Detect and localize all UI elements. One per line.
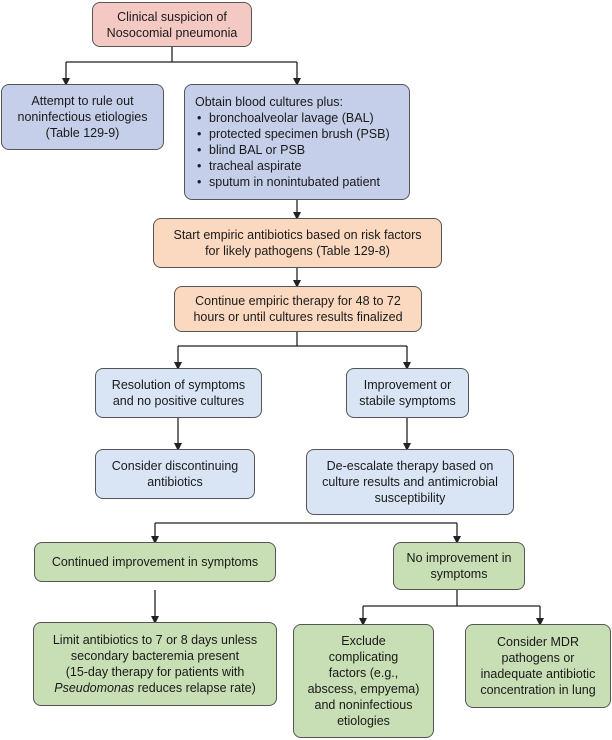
mdr-line-3: inadequate antibiotic [480, 667, 596, 681]
exclude-line-2: complicating [328, 650, 399, 664]
continue-line-1: Continue empiric therapy for 48 to 72 [195, 294, 401, 308]
no-improvement-line-2: symptoms [430, 567, 488, 581]
mdr-node: Consider MDR pathogens or inadequate ant… [465, 624, 611, 708]
resolution-line-1: Resolution of symptoms [111, 378, 246, 392]
rule-out-line-3: (Table 129-9) [45, 126, 120, 140]
cultures-item: protected specimen brush (PSB) [197, 126, 390, 142]
cultures-item: sputum in nonintubated patient [197, 174, 390, 190]
limit-line-2: secondary bacteremia present [70, 649, 240, 663]
continue-line-2: hours or until cultures results finalize… [193, 310, 403, 324]
improvement-node: Improvement or stabile symptoms [346, 368, 469, 418]
start-line-1: Clinical suspicion of [117, 9, 227, 24]
deescalate-line-2: culture results and antimicrobial [322, 475, 498, 489]
exclude-line-5: and noninfectious [314, 698, 413, 712]
limit-line-3: (15-day therapy for patients with [65, 665, 245, 679]
limit-node: Limit antibiotics to 7 or 8 days unless … [33, 622, 277, 706]
limit-italic: Pseudomonas [54, 681, 135, 695]
continued-improvement-text: Continued improvement in symptoms [51, 555, 259, 569]
limit-line-4: Pseudomonas reduces relapse rate) [54, 680, 256, 696]
no-improvement-line-1: No improvement in [406, 551, 512, 565]
resolution-line-2: and no positive cultures [112, 394, 245, 408]
discontinue-line-1: Consider discontinuing [111, 459, 239, 473]
cultures-node: Obtain blood cultures plus: bronchoalveo… [184, 84, 410, 200]
exclude-node: Exclude complicating factors (e.g., absc… [293, 624, 434, 738]
cultures-list: bronchoalveolar lavage (BAL) protected s… [195, 110, 390, 190]
continue-node: Continue empiric therapy for 48 to 72 ho… [174, 286, 422, 332]
empiric-line-2: for likely pathogens (Table 129-8) [205, 244, 390, 258]
discontinue-line-2: antibiotics [147, 475, 203, 489]
discontinue-node: Consider discontinuing antibiotics [95, 449, 255, 499]
start-line-2: Nosocomial pneumonia [106, 25, 238, 40]
deescalate-line-1: De-escalate therapy based on [326, 459, 494, 473]
improvement-line-1: Improvement or [363, 378, 452, 392]
rule-out-line-1: Attempt to rule out [31, 94, 134, 108]
deescalate-node: De-escalate therapy based on culture res… [306, 449, 514, 515]
limit-line-1: Limit antibiotics to 7 or 8 days unless [52, 633, 258, 647]
rule-out-line-2: noninfectious etiologies [17, 110, 148, 124]
cultures-item: tracheal aspirate [197, 158, 390, 174]
empiric-node: Start empiric antibiotics based on risk … [153, 218, 442, 268]
exclude-line-1: Exclude [341, 634, 386, 648]
cultures-item: blind BAL or PSB [197, 142, 390, 158]
exclude-line-3: factors (e.g., [328, 666, 399, 680]
cultures-title: Obtain blood cultures plus: [195, 95, 344, 109]
cultures-item: bronchoalveolar lavage (BAL) [197, 110, 390, 126]
rule-out-node: Attempt to rule out noninfectious etiolo… [1, 84, 164, 150]
exclude-line-4: abscess, empyema) [307, 682, 420, 696]
empiric-line-1: Start empiric antibiotics based on risk … [173, 228, 422, 242]
deescalate-line-3: susceptibility [374, 491, 446, 505]
mdr-line-4: concentration in lung [480, 683, 596, 697]
resolution-node: Resolution of symptoms and no positive c… [95, 368, 262, 418]
start-node: Clinical suspicion of Nosocomial pneumon… [92, 2, 252, 47]
no-improvement-node: No improvement in symptoms [393, 542, 525, 590]
mdr-line-1: Consider MDR [497, 635, 579, 649]
exclude-line-6: etiologies [337, 714, 390, 728]
improvement-line-2: stabile symptoms [359, 394, 456, 408]
limit-tail: reduces relapse rate) [134, 681, 256, 695]
continued-improvement-node: Continued improvement in symptoms [34, 542, 276, 582]
mdr-line-2: pathogens or [501, 651, 575, 665]
